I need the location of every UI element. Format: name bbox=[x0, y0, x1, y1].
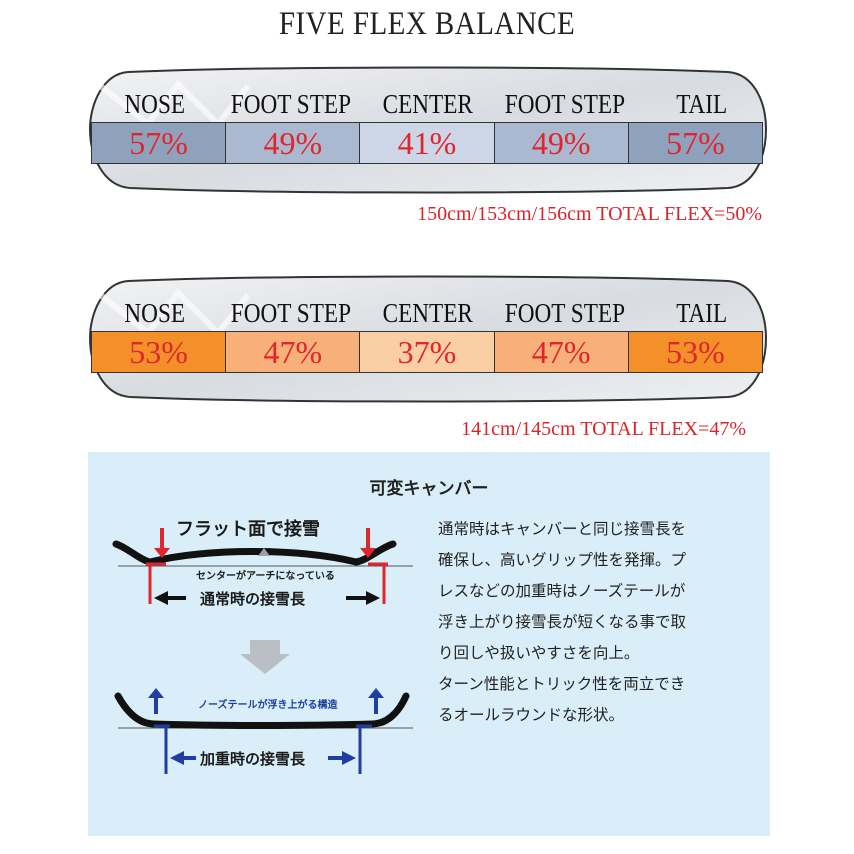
zone-label-foot-step: FOOT STEP bbox=[231, 298, 352, 328]
description-line: レスなどの加重時はノーズテールが bbox=[438, 582, 686, 600]
flex-value-nose: 57% bbox=[92, 123, 227, 163]
description-line: 浮き上がり接雪長が短くなる事で取 bbox=[438, 613, 687, 631]
center-arch-label: センターがアーチになっている bbox=[196, 571, 335, 582]
camber-description: 通常時はキャンバーと同じ接雪長を 確保し、高いグリップ性を発揮。プ レスなどの加… bbox=[438, 514, 763, 731]
description-line: 確保し、高いグリップ性を発揮。プ bbox=[438, 551, 687, 569]
page-title: FIVE FLEX BALANCE bbox=[278, 6, 576, 42]
zone-label-center: CENTER bbox=[382, 89, 474, 119]
flex-value-tail: 53% bbox=[628, 332, 763, 372]
flex-value-row: 57% 49% 41% 49% 57% bbox=[91, 122, 763, 164]
flex-zone-labels: NOSE FOOT STEP CENTER FOOT STEP TAIL bbox=[88, 86, 768, 122]
flex-value-foot-step: 49% bbox=[494, 123, 629, 163]
zone-label-foot-step: FOOT STEP bbox=[504, 89, 625, 119]
flex-value-nose: 53% bbox=[92, 332, 227, 372]
description-line: ターン性能とトリック性を両立でき bbox=[438, 675, 686, 693]
flex-value-tail: 57% bbox=[628, 123, 763, 163]
flex-zone-labels: NOSE FOOT STEP CENTER FOOT STEP TAIL bbox=[88, 295, 768, 331]
flex-value-center: 37% bbox=[360, 332, 495, 372]
up-arrow-icon bbox=[368, 688, 384, 714]
flex-value-row: 53% 47% 37% 47% 53% bbox=[91, 331, 763, 373]
total-flex-short: 141cm/145cm TOTAL FLEX=47% bbox=[461, 418, 746, 440]
zone-label-foot-step: FOOT STEP bbox=[504, 298, 625, 328]
down-arrow-icon bbox=[240, 640, 290, 674]
flex-board-standard: NOSE FOOT STEP CENTER FOOT STEP TAIL 57%… bbox=[88, 64, 768, 194]
zone-label-tail: TAIL bbox=[675, 298, 727, 328]
zone-label-foot-step: FOOT STEP bbox=[231, 89, 352, 119]
camber-title: 可変キャンバー bbox=[369, 479, 489, 499]
nose-tail-lift-label: ノーズテールが浮き上がる構造 bbox=[198, 700, 338, 711]
flex-value-foot-step: 47% bbox=[226, 332, 361, 372]
down-arrow-icon bbox=[360, 528, 376, 558]
flex-board-short: NOSE FOOT STEP CENTER FOOT STEP TAIL 53%… bbox=[88, 273, 768, 403]
loaded-contact-label: 加重時の接雪長 bbox=[200, 750, 306, 768]
camber-panel: 可変キャンバー bbox=[88, 452, 770, 836]
total-flex-standard: 150cm/153cm/156cm TOTAL FLEX=50% bbox=[417, 203, 762, 225]
camber-diagram bbox=[112, 528, 413, 774]
flex-value-foot-step: 47% bbox=[494, 332, 629, 372]
flex-value-center: 41% bbox=[360, 123, 495, 163]
zone-label-nose: NOSE bbox=[124, 89, 186, 119]
description-line: るオールラウンドな形状。 bbox=[438, 706, 625, 724]
zone-label-center: CENTER bbox=[382, 298, 474, 328]
down-arrow-icon bbox=[154, 528, 170, 558]
up-arrow-icon bbox=[148, 688, 164, 714]
zone-label-tail: TAIL bbox=[675, 89, 727, 119]
description-line: り回しや扱いやすさを向上。 bbox=[438, 644, 640, 662]
description-line: 通常時はキャンバーと同じ接雪長を bbox=[438, 520, 687, 538]
flat-contact-label: フラット面で接雪 bbox=[176, 519, 320, 540]
zone-label-nose: NOSE bbox=[124, 298, 186, 328]
normal-contact-label: 通常時の接雪長 bbox=[200, 590, 306, 608]
flex-value-foot-step: 49% bbox=[226, 123, 361, 163]
